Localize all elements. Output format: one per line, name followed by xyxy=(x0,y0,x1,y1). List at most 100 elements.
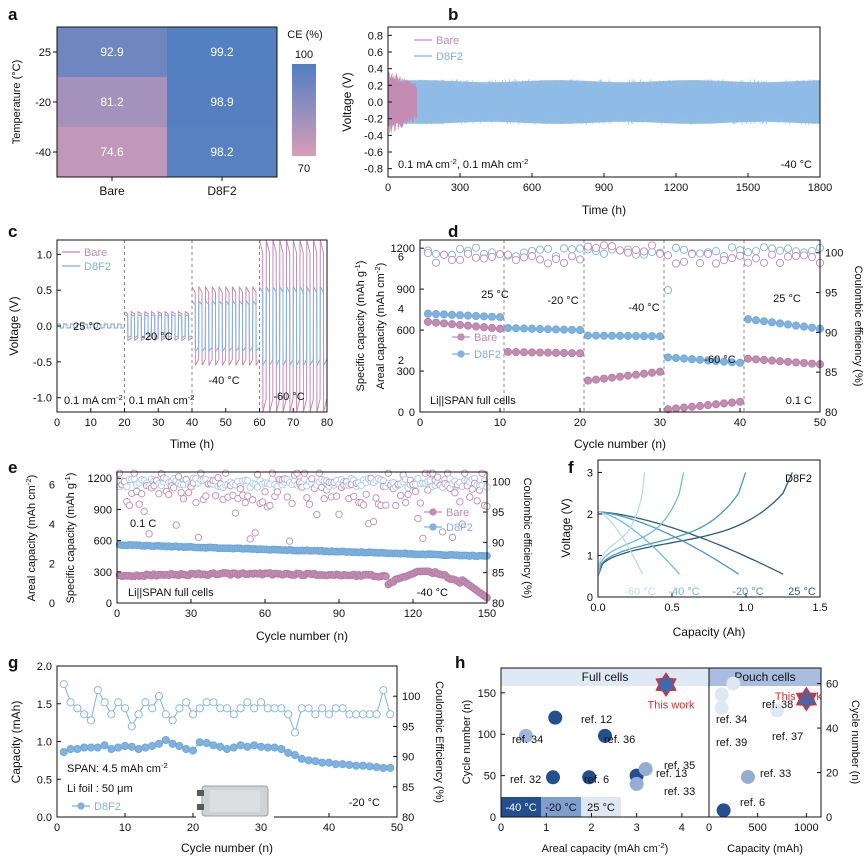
y-tick-label: 90 xyxy=(492,537,504,549)
reference-label: ref. 13 xyxy=(656,768,687,780)
d8f2-capacity-point xyxy=(807,323,817,332)
ce-point xyxy=(311,710,320,719)
label-part: -1 xyxy=(353,264,362,271)
d8f2-ce-point xyxy=(775,246,785,255)
x-axis-title: Cycle number (n) xyxy=(574,437,666,451)
y-tick-label: 80 xyxy=(825,407,837,419)
bare-capacity-point xyxy=(759,355,769,365)
label-part: ) xyxy=(65,473,77,477)
label-part: , 0.1 mAh cm xyxy=(123,395,188,407)
ce-axis-title: Coulombic Efficiency (%) xyxy=(433,681,445,803)
heatmap-cell xyxy=(167,127,278,178)
capacity-point xyxy=(73,745,82,754)
series-segment-line xyxy=(191,299,260,353)
bare-ce-point xyxy=(434,473,442,481)
reference-label: ref. 38 xyxy=(762,699,793,711)
heatmap-value-label: 98.9 xyxy=(210,95,234,109)
x-tick-label: 40 xyxy=(186,417,198,429)
legend-swatch-marker xyxy=(429,508,437,516)
capacity-point xyxy=(331,760,340,769)
x-tick-label: 1500 xyxy=(736,182,760,194)
label-part: -2 xyxy=(116,393,123,402)
ce-point xyxy=(216,704,225,713)
bare-ce-point xyxy=(631,245,641,254)
d8f2-ce-point xyxy=(679,245,689,254)
capacity-point xyxy=(263,743,272,752)
areal-tick-label: 6 xyxy=(49,479,55,491)
bare-capacity-point xyxy=(607,373,617,382)
bare-ce-point xyxy=(461,469,469,477)
d8f2-capacity-point xyxy=(639,332,649,341)
bare-ce-point xyxy=(404,490,412,499)
bare-ce-point xyxy=(458,520,466,528)
bare-ce-point xyxy=(456,498,464,506)
bare-ce-point xyxy=(478,469,486,477)
ce-point xyxy=(331,704,340,713)
ce-point xyxy=(352,710,361,719)
bare-capacity-point xyxy=(743,354,753,363)
label-part: ) xyxy=(26,475,38,479)
capacity-point xyxy=(202,738,211,748)
x-tick-label: 0 xyxy=(417,417,423,429)
electrolyte-label: D8F2 xyxy=(785,473,812,485)
ce-point xyxy=(304,704,313,713)
x-axis-title: Capacity (mAh) xyxy=(727,843,803,855)
reference-point xyxy=(518,728,533,743)
bare-capacity-point xyxy=(639,369,649,378)
reference-label: ref. 32 xyxy=(510,774,541,786)
bare-ce-point xyxy=(401,498,410,507)
bare-ce-point xyxy=(320,495,328,503)
y-tick-label: 600 xyxy=(94,536,112,548)
x-tick-label: 30 xyxy=(152,417,164,429)
d8f2-ce-point xyxy=(575,244,585,253)
label-part: -2 xyxy=(658,841,665,850)
ce-point xyxy=(345,710,354,719)
bare-ce-point xyxy=(511,256,521,265)
x-tick-label: 1.0 xyxy=(738,602,753,614)
bare-capacity-point xyxy=(631,370,641,379)
label-part: SPAN: 4.5 mAh cm xyxy=(67,763,161,775)
ce-point xyxy=(161,710,170,719)
discharge-curve xyxy=(597,511,784,575)
y-tick-label: 0.4 xyxy=(368,64,383,76)
y-axis-title: Temperature (°C) xyxy=(11,60,23,144)
ce-axis-title: Coulombic efficiency (%) xyxy=(521,478,533,599)
ce-point xyxy=(250,704,259,713)
d8f2-capacity-point xyxy=(695,355,705,364)
x-tick-label: 120 xyxy=(404,608,422,620)
d8f2-ce-point xyxy=(727,243,737,252)
bare-ce-point xyxy=(221,469,230,477)
bare-capacity-point xyxy=(575,349,585,358)
capacity-point xyxy=(188,746,198,755)
bare-ce-point xyxy=(487,252,497,261)
bare-capacity-point xyxy=(735,397,745,406)
series-bare-line xyxy=(387,71,418,133)
legend-swatch-marker xyxy=(457,350,465,358)
bare-capacity-point xyxy=(623,371,633,380)
x-tick-label: 50 xyxy=(814,417,826,429)
bare-ce-point xyxy=(202,492,210,500)
ce-point xyxy=(318,704,327,713)
x-tick-label: 900 xyxy=(595,182,613,194)
label-part: -2 xyxy=(522,157,529,166)
bare-ce-point xyxy=(551,254,561,264)
y-tick-label: 2.0 xyxy=(37,661,52,673)
this-work-label: This work xyxy=(775,691,823,703)
capacity-point xyxy=(59,748,68,757)
y-tick-label: 0.0 xyxy=(37,321,52,333)
capacity-point xyxy=(250,741,259,750)
y-tick-label: 0 xyxy=(106,598,112,610)
y-tick-label: 900 xyxy=(397,284,415,296)
y-tick-label: 0 xyxy=(490,812,496,824)
bare-capacity-point xyxy=(527,348,537,357)
label-part: ) xyxy=(375,263,387,267)
d8f2-capacity-point xyxy=(735,358,745,367)
x-tick-label: 40 xyxy=(734,417,746,429)
d8f2-capacity-point xyxy=(439,310,449,319)
bare-ce-point xyxy=(455,255,465,264)
ce-point xyxy=(114,698,123,707)
y-tick-label: -1.0 xyxy=(33,393,52,405)
y-axis-title: Voltage (V) xyxy=(559,498,573,557)
capacity-point xyxy=(290,751,300,760)
bare-ce-point xyxy=(300,469,309,477)
